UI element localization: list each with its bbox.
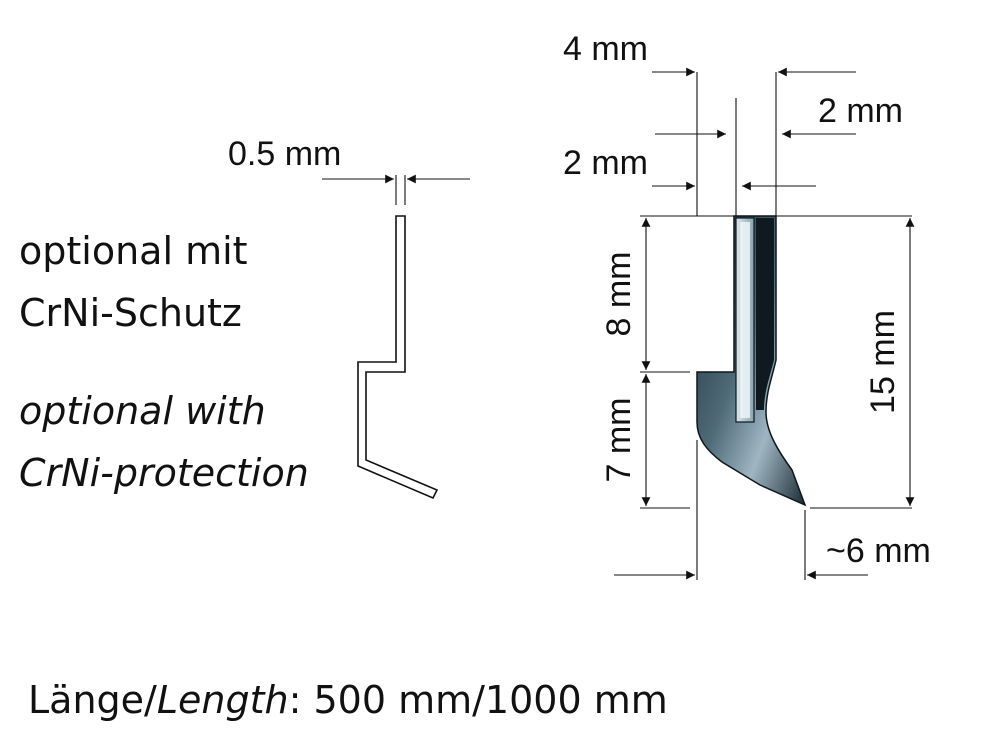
caption-prefix: Länge/: [28, 678, 157, 722]
german-line2: CrNi-Schutz: [19, 291, 242, 335]
dim-2mm-left: 2 mm: [563, 144, 648, 182]
dim-8mm: 8 mm: [600, 252, 638, 337]
dim-2mm-right: 2 mm: [818, 92, 903, 130]
dim-15mm: 15 mm: [864, 310, 902, 414]
caption-suffix: : 500 mm/1000 mm: [289, 678, 668, 722]
thickness-label: 0.5 mm: [228, 135, 341, 173]
top-dimensions: 4 mm 2 mm 2 mm: [563, 30, 903, 191]
dim-4mm: 4 mm: [563, 30, 648, 68]
thickness-dimension: 0.5 mm: [228, 135, 470, 205]
dim-7mm: 7 mm: [600, 398, 638, 483]
crni-strip-profile: [357, 215, 439, 500]
german-line1: optional mit: [19, 229, 248, 273]
blade-profile: [696, 215, 807, 507]
vertical-dimensions: 8 mm 7 mm 15 mm: [600, 218, 915, 506]
dim-6mm: ~6 mm: [826, 532, 931, 570]
english-line1: optional with: [19, 389, 266, 433]
length-caption: Länge/Length: 500 mm/1000 mm: [28, 678, 668, 722]
english-line2: CrNi-protection: [19, 451, 309, 495]
caption-italic: Length: [157, 678, 289, 722]
bottom-dimension: ~6 mm: [614, 532, 931, 580]
